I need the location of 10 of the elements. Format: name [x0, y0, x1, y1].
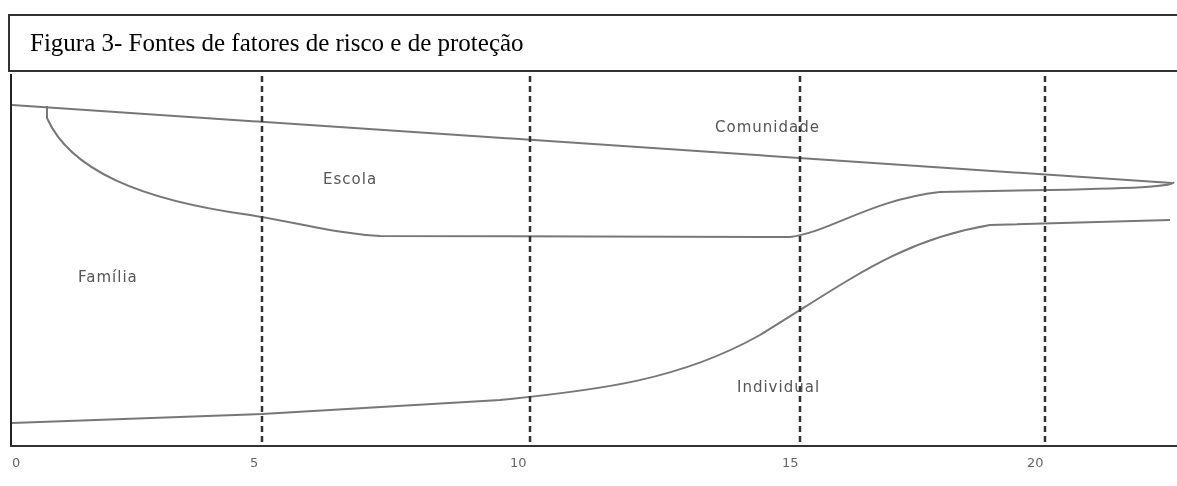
- tick-label: 0: [12, 455, 21, 470]
- tick-label: 20: [1027, 455, 1044, 470]
- region-label: Individual: [737, 378, 821, 396]
- tick-label: 5: [250, 455, 259, 470]
- region-label: Comunidade: [715, 118, 820, 136]
- tick-label: 15: [782, 455, 799, 470]
- region-label: Família: [78, 268, 138, 286]
- tick-label: 10: [510, 455, 527, 470]
- figure-title: Figura 3- Fontes de fatores de risco e de proteção: [8, 14, 1177, 72]
- region-label: Escola: [323, 170, 378, 188]
